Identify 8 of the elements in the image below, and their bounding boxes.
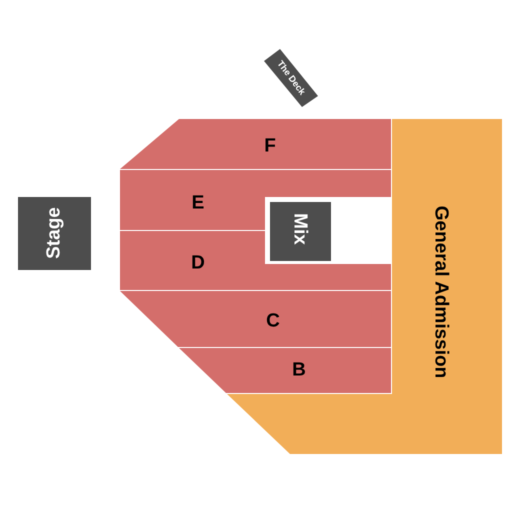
section-label: B — [292, 360, 306, 380]
section-label: C — [266, 312, 280, 330]
section-label: E — [192, 194, 204, 212]
section-label: F — [264, 136, 276, 156]
section-label: D — [191, 254, 205, 272]
mix-label: Mix — [290, 213, 310, 245]
area-label: General Admission — [432, 206, 450, 378]
stage-label: Stage — [44, 207, 64, 259]
